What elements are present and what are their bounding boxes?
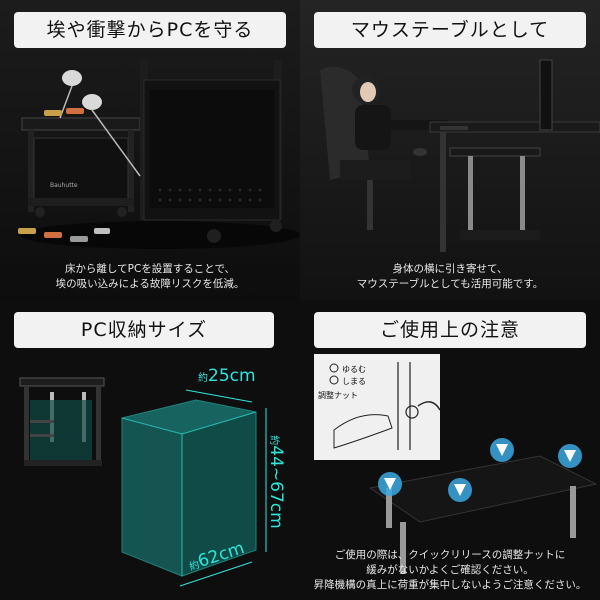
caption-line: マウステーブルとしても活用可能です。 [356, 278, 544, 290]
width-value: 25cm [208, 366, 256, 386]
caption-line: 昇降機構の真上に荷重が集中しないようご注意ください。 [313, 579, 587, 591]
desk-wagon-illustration [18, 60, 300, 249]
panel-title-mouse-table: マウステーブルとして [314, 12, 586, 48]
caution-diagram [314, 354, 598, 574]
caption-caution: ご使用の際は、クイックリリースの調整ナットに 緩みがないかよくご確認ください。 … [300, 548, 600, 593]
panel-pc-storage-size: PC収納サイズ 約25cm 約44~67cm 約62cm [0, 300, 300, 600]
panel-title-caution: ご使用上の注意 [314, 312, 586, 348]
width-prefix: 約 [198, 373, 208, 384]
panel-caution: ご使用上の注意 ゆるむ しまる 調整ナット ご使用の際は、クイックリリースの調整… [300, 300, 600, 600]
caption-dust: 床から離してPCを設置することで、 埃の吸い込みによる故障リスクを低減。 [0, 262, 300, 292]
brand-logo: Bauhutte [50, 182, 78, 189]
nut-label: 調整ナット [318, 391, 358, 400]
width-dimension: 約25cm [198, 366, 256, 386]
caption-line: 身体の横に引き寄せて、 [392, 263, 508, 275]
panel-title-dust: 埃や衝撃からPCを守る [14, 12, 286, 48]
caption-line: 埃の吸い込みによる故障リスクを低減。 [55, 278, 245, 290]
storage-diagram [19, 377, 267, 587]
caption-line: 床から離してPCを設置することで、 [64, 263, 236, 275]
load-arrow-icon [378, 472, 402, 496]
panel-mouse-table: マウステーブルとして 身体の横に引き寄せて、 マウステーブルとしても活用可能です… [300, 0, 600, 300]
height-value: 44~67cm [266, 445, 286, 529]
caption-mouse-table: 身体の横に引き寄せて、 マウステーブルとしても活用可能です。 [300, 262, 600, 292]
height-dimension: 約44~67cm [266, 435, 286, 528]
tighten-label: しまる [342, 377, 366, 386]
caption-line: ご使用の際は、クイックリリースの調整ナットに [334, 549, 566, 561]
loosen-label: ゆるむ [342, 365, 366, 374]
height-prefix: 約 [268, 435, 279, 446]
caption-line: 緩みがないかよくご確認ください。 [366, 564, 534, 576]
gamer-desk-photo [320, 59, 600, 252]
panel-dust-protection: 埃や衝撃からPCを守る Bauhutte 床から離してPCを設置することで、 埃… [0, 0, 300, 300]
panel-title-pc-storage: PC収納サイズ [14, 312, 274, 348]
